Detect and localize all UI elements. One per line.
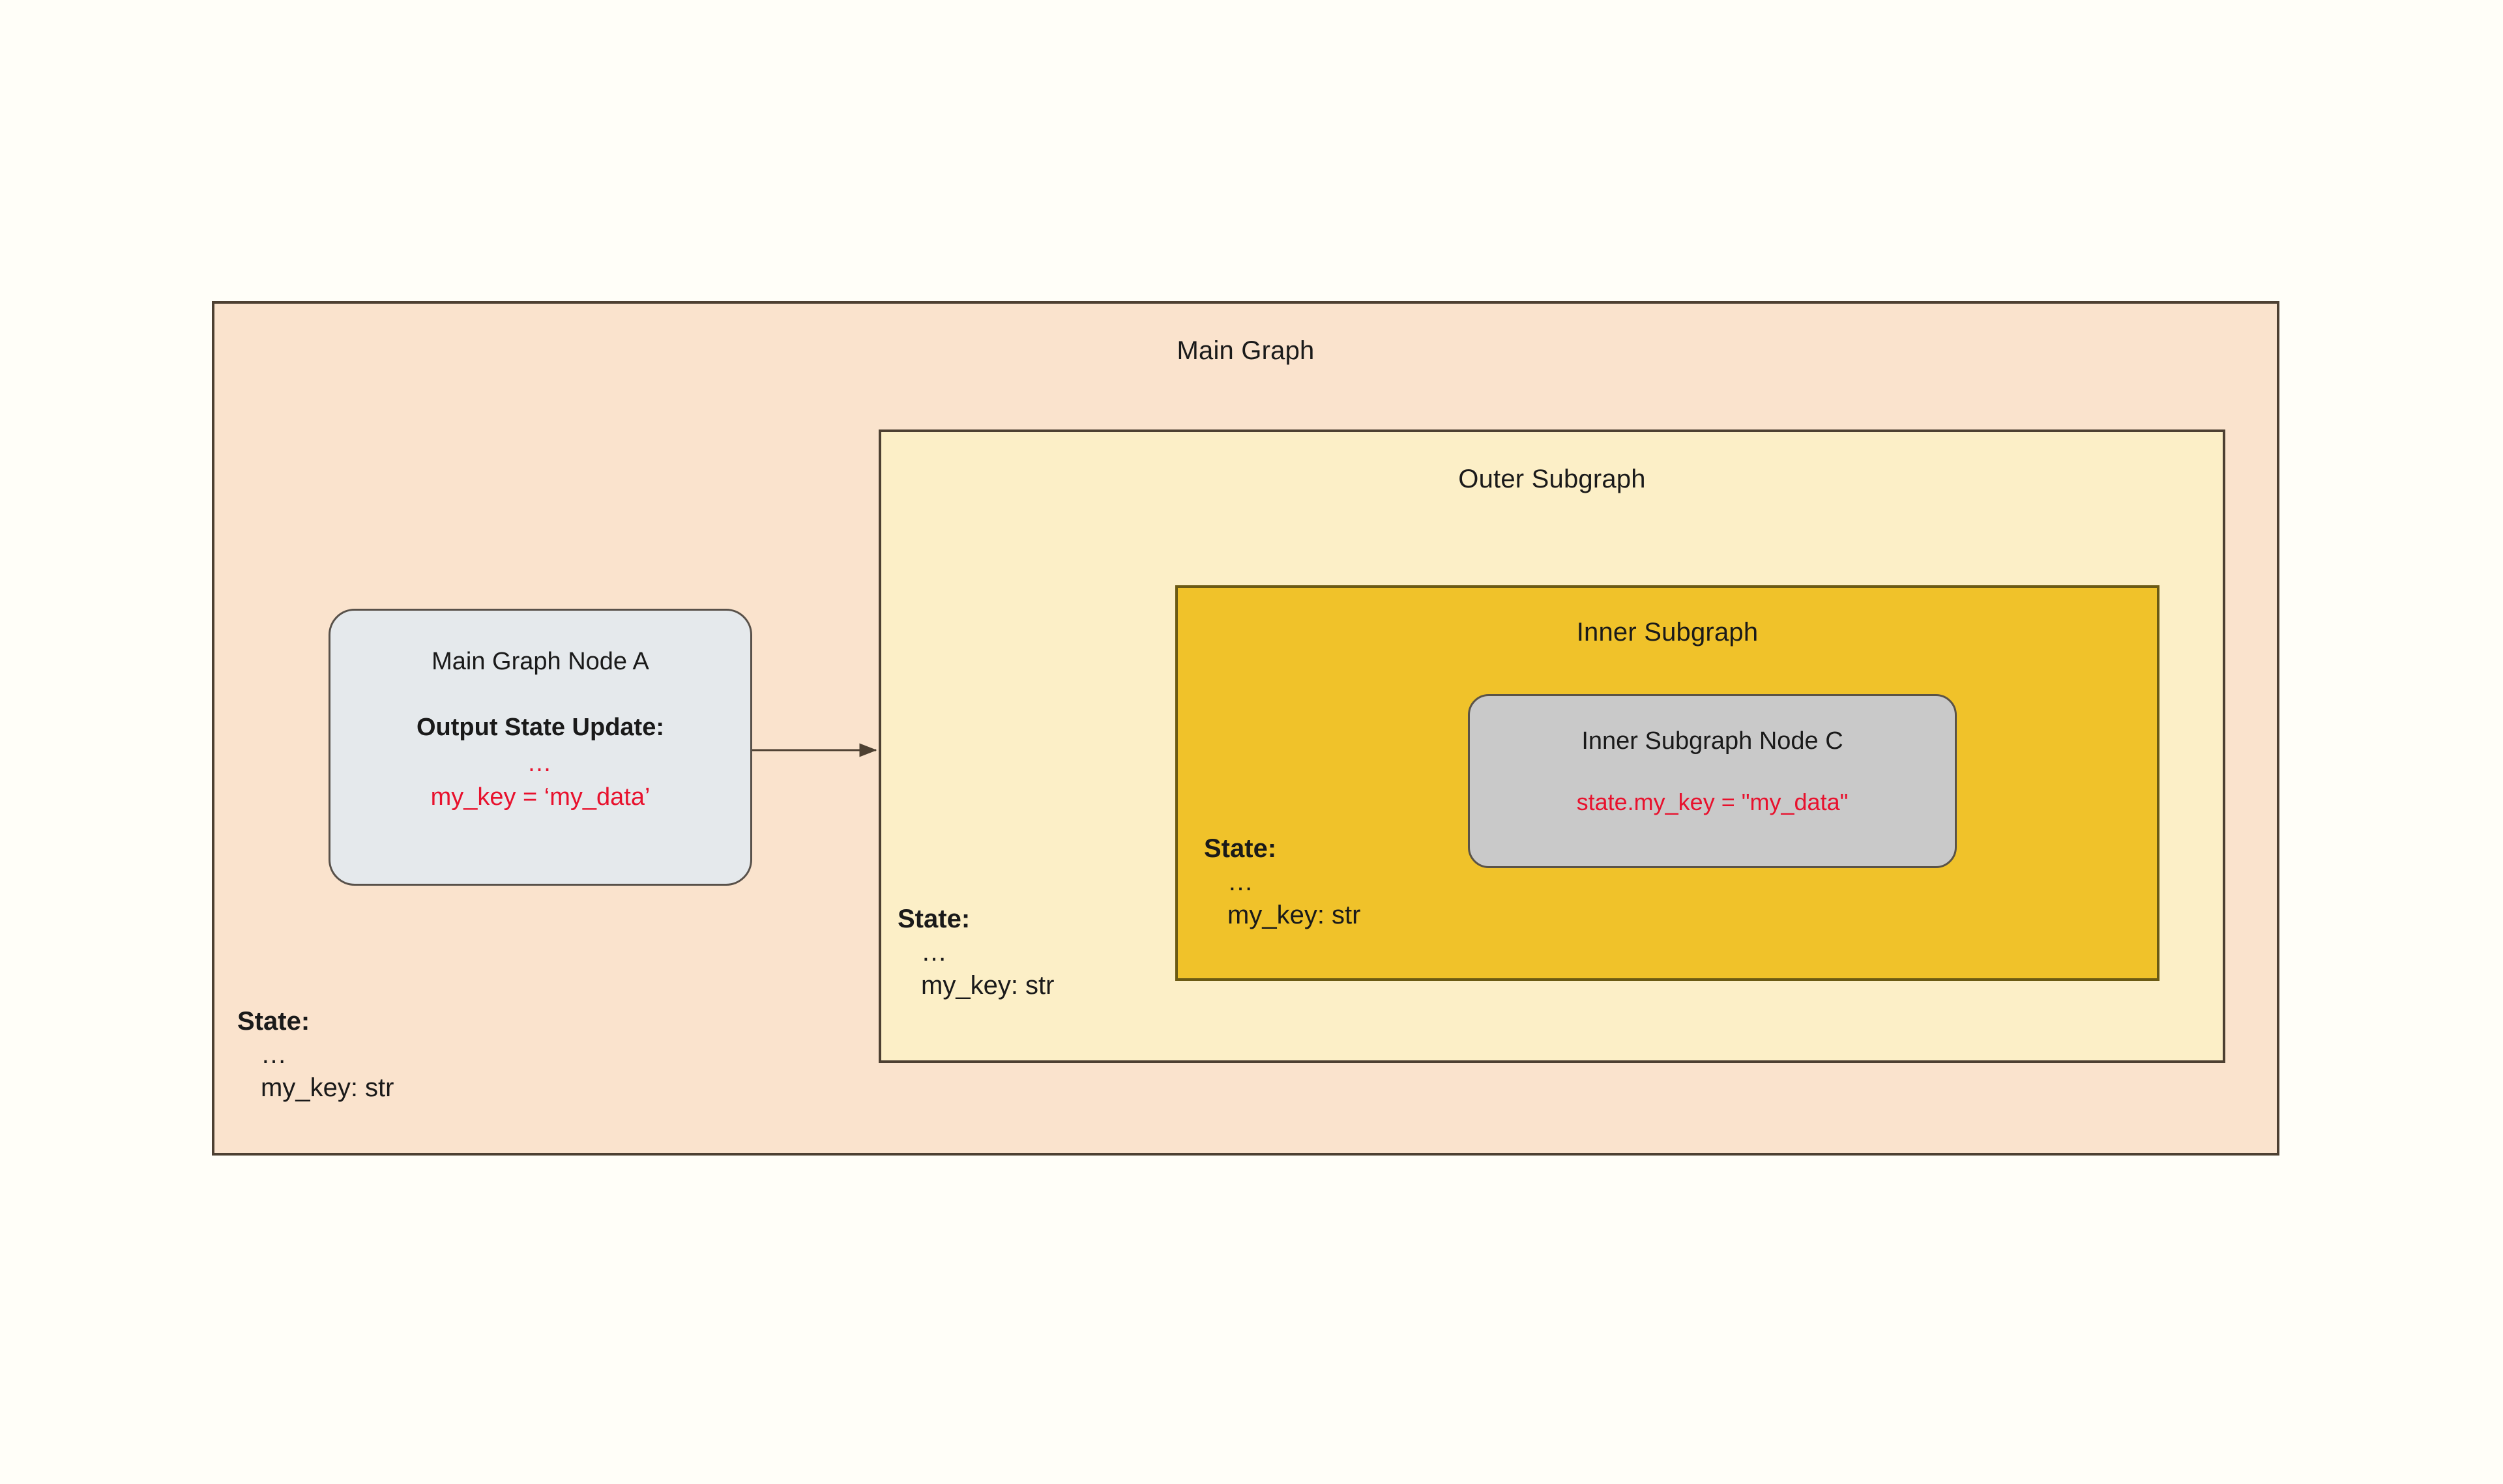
node-main-graph-node-a[interactable]: Main Graph Node A Output State Update: …… xyxy=(329,609,752,886)
node-c-title: Inner Subgraph Node C xyxy=(1581,727,1843,755)
outer-subgraph-state-block: State: … my_key: str xyxy=(898,903,1054,1003)
inner-subgraph-state-ellipsis: … xyxy=(1227,867,1255,897)
outer-subgraph-state-label: State: xyxy=(898,905,971,933)
inner-subgraph-state-entry: my_key: str xyxy=(1227,901,1361,930)
outer-subgraph-container[interactable]: Outer Subgraph State: … my_key: str Inne… xyxy=(879,429,2225,1063)
inner-subgraph-title: Inner Subgraph xyxy=(1576,618,1759,647)
node-a-output-state-update-label: Output State Update: xyxy=(417,714,664,741)
inner-subgraph-container[interactable]: Inner Subgraph State: … my_key: str Inne… xyxy=(1175,585,2159,981)
main-graph-state-entry: my_key: str xyxy=(261,1073,394,1103)
node-a-assignment: my_key = ‘my_data’ xyxy=(430,783,651,811)
outer-subgraph-state-ellipsis: … xyxy=(921,938,949,967)
inner-subgraph-state-label: State: xyxy=(1204,834,1277,863)
main-graph-state-ellipsis: … xyxy=(261,1040,289,1069)
node-a-ellipsis: … xyxy=(527,749,554,778)
main-graph-state-block: State: … my_key: str xyxy=(237,1005,394,1105)
outer-subgraph-title: Outer Subgraph xyxy=(1458,465,1646,493)
inner-subgraph-state-block: State: … my_key: str xyxy=(1204,832,1360,933)
node-a-body: Output State Update: … my_key = ‘my_data… xyxy=(330,712,750,813)
main-graph-state-label: State: xyxy=(237,1007,310,1036)
edge-node-a-to-outer-subgraph xyxy=(752,743,877,757)
outer-subgraph-state-entry: my_key: str xyxy=(921,971,1055,1000)
main-graph-container[interactable]: Main Graph State: … my_key: str Main Gra… xyxy=(212,301,2279,1156)
node-inner-subgraph-node-c[interactable]: Inner Subgraph Node C state.my_key = "my… xyxy=(1468,694,1957,868)
node-a-title: Main Graph Node A xyxy=(432,648,649,675)
main-graph-title: Main Graph xyxy=(1177,336,1315,365)
node-c-assignment: state.my_key = "my_data" xyxy=(1576,789,1849,815)
